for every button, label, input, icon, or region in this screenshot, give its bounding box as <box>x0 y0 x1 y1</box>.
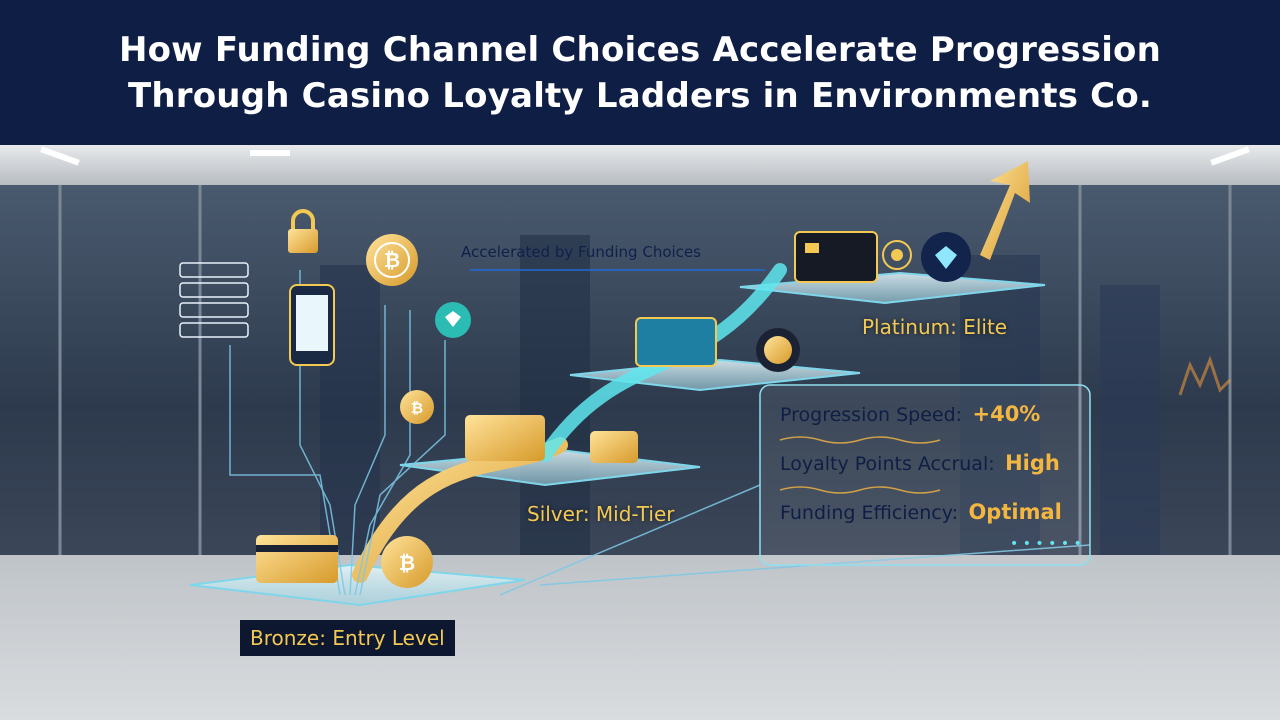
illustration: • • • • • • ₿ ₿ <box>40 146 1250 607</box>
window-frames <box>58 185 1232 555</box>
stat-value: Optimal <box>968 500 1062 524</box>
smartphone-icon <box>289 284 335 366</box>
title-line-1: How Funding Channel Choices Accelerate P… <box>118 29 1162 70</box>
ceiling <box>0 145 1280 185</box>
credit-card-icon-gold <box>635 317 717 367</box>
accelerated-annotation: Accelerated by Funding Choices <box>461 243 701 261</box>
wallet-icon <box>590 431 638 463</box>
svg-text:₿: ₿ <box>399 551 415 575</box>
stat-label: Progression Speed: <box>780 404 963 426</box>
office-scene: • • • • • • ₿ ₿ <box>0 145 1280 720</box>
bronze-tier-label: Bronze: Entry Level <box>240 620 455 656</box>
svg-text:₿: ₿ <box>411 399 423 417</box>
stat-label: Funding Efficiency: <box>780 502 958 524</box>
diamond-chip-icon <box>435 302 471 338</box>
credit-card-icon-platinum <box>794 231 878 283</box>
diamond-chip-icon-platinum <box>921 232 971 282</box>
stat-label: Loyalty Points Accrual: <box>780 453 995 475</box>
title-banner: How Funding Channel Choices Accelerate P… <box>0 0 1280 145</box>
stat-value: High <box>1005 451 1060 475</box>
stats-panel-outline <box>759 384 1091 566</box>
panel-dots: • • • • • • <box>1010 536 1082 552</box>
silver-tier-label: Silver: Mid-Tier <box>527 502 675 526</box>
stat-value: +40% <box>972 402 1041 426</box>
bitcoin-chip-icon-bronze: ₿ <box>381 536 433 588</box>
server-rack-icon <box>179 262 249 338</box>
platinum-tier-label: Platinum: Elite <box>862 315 1008 339</box>
bitcoin-chip-icon-small: ₿ <box>400 390 434 424</box>
title-line-2: Through Casino Loyalty Ladders in Enviro… <box>127 75 1153 116</box>
panel-dividers <box>779 436 941 494</box>
padlock-icon <box>288 209 318 253</box>
ceiling-lights <box>40 146 1250 166</box>
stat-loyalty-points: Loyalty Points Accrual: High <box>780 451 1060 475</box>
svg-text:₿: ₿ <box>384 248 400 272</box>
credit-card-icon-silver <box>465 415 545 461</box>
stat-funding-efficiency: Funding Efficiency: Optimal <box>780 500 1062 524</box>
credit-card-icon-bronze <box>256 535 338 583</box>
bitcoin-chip-icon: ₿ <box>366 234 418 286</box>
bitcoin-chip-icon-silver <box>756 328 800 372</box>
network-node-icon <box>882 240 912 270</box>
growth-arrow-icon <box>980 161 1030 260</box>
stat-progression-speed: Progression Speed: +40% <box>780 402 1040 426</box>
